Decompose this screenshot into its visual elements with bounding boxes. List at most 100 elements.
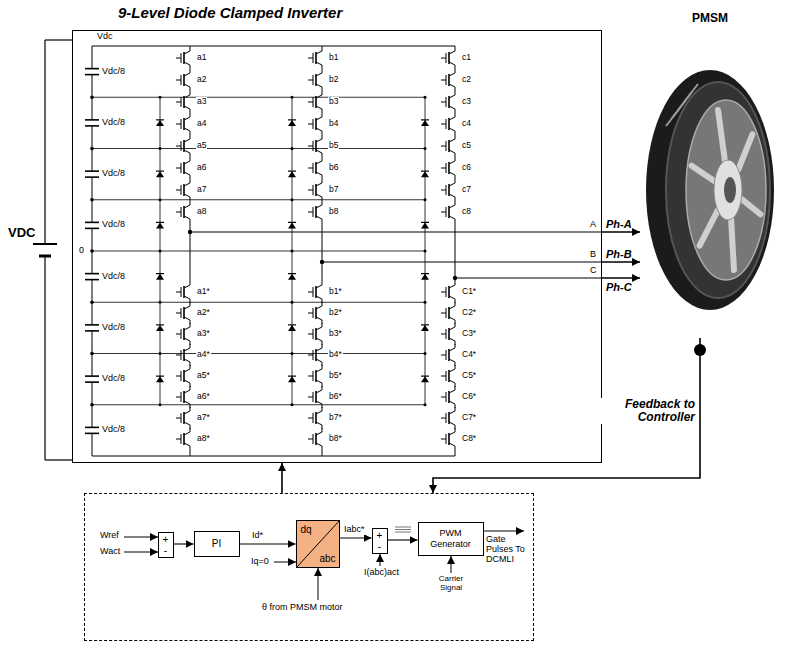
- switch-body: [448, 206, 450, 218]
- circuit-label: 0: [79, 246, 84, 256]
- switch-lead: [322, 157, 323, 161]
- pi-controller-box: PI: [194, 531, 240, 557]
- switch-lead: [316, 432, 322, 435]
- dc-bus: [92, 149, 93, 172]
- switch-lead: [190, 179, 191, 183]
- signal-arrow: [124, 552, 158, 553]
- clamp-diode: [421, 222, 429, 223]
- clamp-wire: [92, 148, 425, 149]
- signal-bus-mark: [395, 529, 411, 530]
- switch-lead: [190, 428, 191, 432]
- motor-rim: [666, 82, 770, 298]
- switch-label: a4*: [196, 350, 211, 359]
- clamp-diode: [156, 119, 164, 120]
- node-text: +: [163, 534, 169, 545]
- switch-lead: [322, 201, 323, 205]
- switch-lead: [316, 216, 322, 219]
- switch-lead: [184, 401, 190, 404]
- switch-lead: [449, 139, 455, 142]
- switch-lead: [322, 153, 323, 157]
- clamp-wire: [160, 97, 161, 405]
- switch-body: [315, 184, 317, 196]
- switch-body: [183, 307, 185, 319]
- switch-lead: [449, 296, 455, 299]
- switch-gate: [441, 58, 446, 59]
- switch-label: b6*: [328, 392, 343, 401]
- dc-bus: [92, 126, 93, 149]
- switch-lead: [190, 131, 191, 135]
- dc-bus: [92, 302, 93, 325]
- switch-label: b2*: [328, 308, 343, 317]
- switch-body: [183, 433, 185, 445]
- switch-lead: [316, 401, 322, 404]
- switch-lead: [316, 422, 322, 425]
- switch-gate: [176, 102, 181, 103]
- junction-dot: [90, 198, 94, 202]
- signal-bus-mark: [395, 527, 411, 528]
- switch-lead: [322, 135, 323, 139]
- switch-label: b7*: [328, 413, 343, 422]
- switch-lead: [449, 194, 455, 197]
- circuit-label: I(abc)act: [364, 568, 399, 578]
- switch-label: c5: [461, 141, 472, 150]
- junction-dot: [90, 352, 94, 356]
- switch-gate: [441, 80, 446, 81]
- capacitor-plate: [85, 330, 99, 332]
- capacitor-plate: [85, 222, 99, 224]
- dc-bus: [92, 251, 93, 274]
- clamp-diode: [288, 222, 296, 228]
- connector-arrow: [602, 261, 640, 263]
- clamp-diode: [421, 376, 429, 377]
- phase-leg: [455, 223, 456, 281]
- clamp-diode: [288, 273, 296, 274]
- switch-lead: [322, 91, 323, 95]
- switch-gate: [308, 355, 313, 356]
- switch-lead: [184, 51, 190, 54]
- switch-lead: [455, 446, 456, 450]
- signal-arrow: [482, 531, 524, 532]
- switch-gate: [176, 190, 181, 191]
- dc-bus: [92, 177, 93, 200]
- motor-node: PMSM: [640, 8, 780, 338]
- switch-lead: [190, 47, 191, 51]
- switch-body: [315, 118, 317, 130]
- capacitor-plate: [85, 375, 99, 377]
- switch-body: [315, 370, 317, 382]
- switch-lead: [190, 386, 191, 390]
- switch-body: [448, 140, 450, 152]
- switch-lead: [449, 106, 455, 109]
- switch-label: a6*: [196, 392, 211, 401]
- junction-dot: [424, 147, 427, 150]
- switch-body: [448, 96, 450, 108]
- switch-lead: [184, 95, 190, 98]
- switch-gate: [441, 313, 446, 314]
- switch-lead: [449, 327, 455, 330]
- switch-label: a7: [196, 185, 207, 194]
- node-text: +: [377, 530, 383, 541]
- switch-lead: [184, 172, 190, 175]
- switch-lead: [322, 428, 323, 432]
- switch-lead: [455, 47, 456, 51]
- motor-spoke: [738, 134, 752, 169]
- clamp-diode: [156, 324, 164, 325]
- connector-arrow: [433, 338, 700, 493]
- switch-label: a8: [196, 207, 207, 216]
- circuit-label: Vdc/8: [102, 220, 125, 230]
- capacitor-plate: [85, 74, 99, 76]
- switch-lead: [322, 407, 323, 411]
- switch-lead: [184, 348, 190, 351]
- capacitor-plate: [85, 68, 99, 70]
- switch-lead: [316, 139, 322, 142]
- switch-gate: [308, 124, 313, 125]
- supply-wire: [44, 40, 45, 244]
- switch-lead: [190, 446, 191, 450]
- switch-gate: [176, 146, 181, 147]
- switch-gate: [176, 439, 181, 440]
- clamp-wire: [92, 404, 425, 405]
- switch-lead: [184, 369, 190, 372]
- circuit-label: Vdc/8: [102, 425, 125, 435]
- clamp-diode: [288, 171, 296, 177]
- switch-gate: [308, 190, 313, 191]
- junction-dot: [291, 250, 294, 253]
- switch-lead: [322, 197, 323, 201]
